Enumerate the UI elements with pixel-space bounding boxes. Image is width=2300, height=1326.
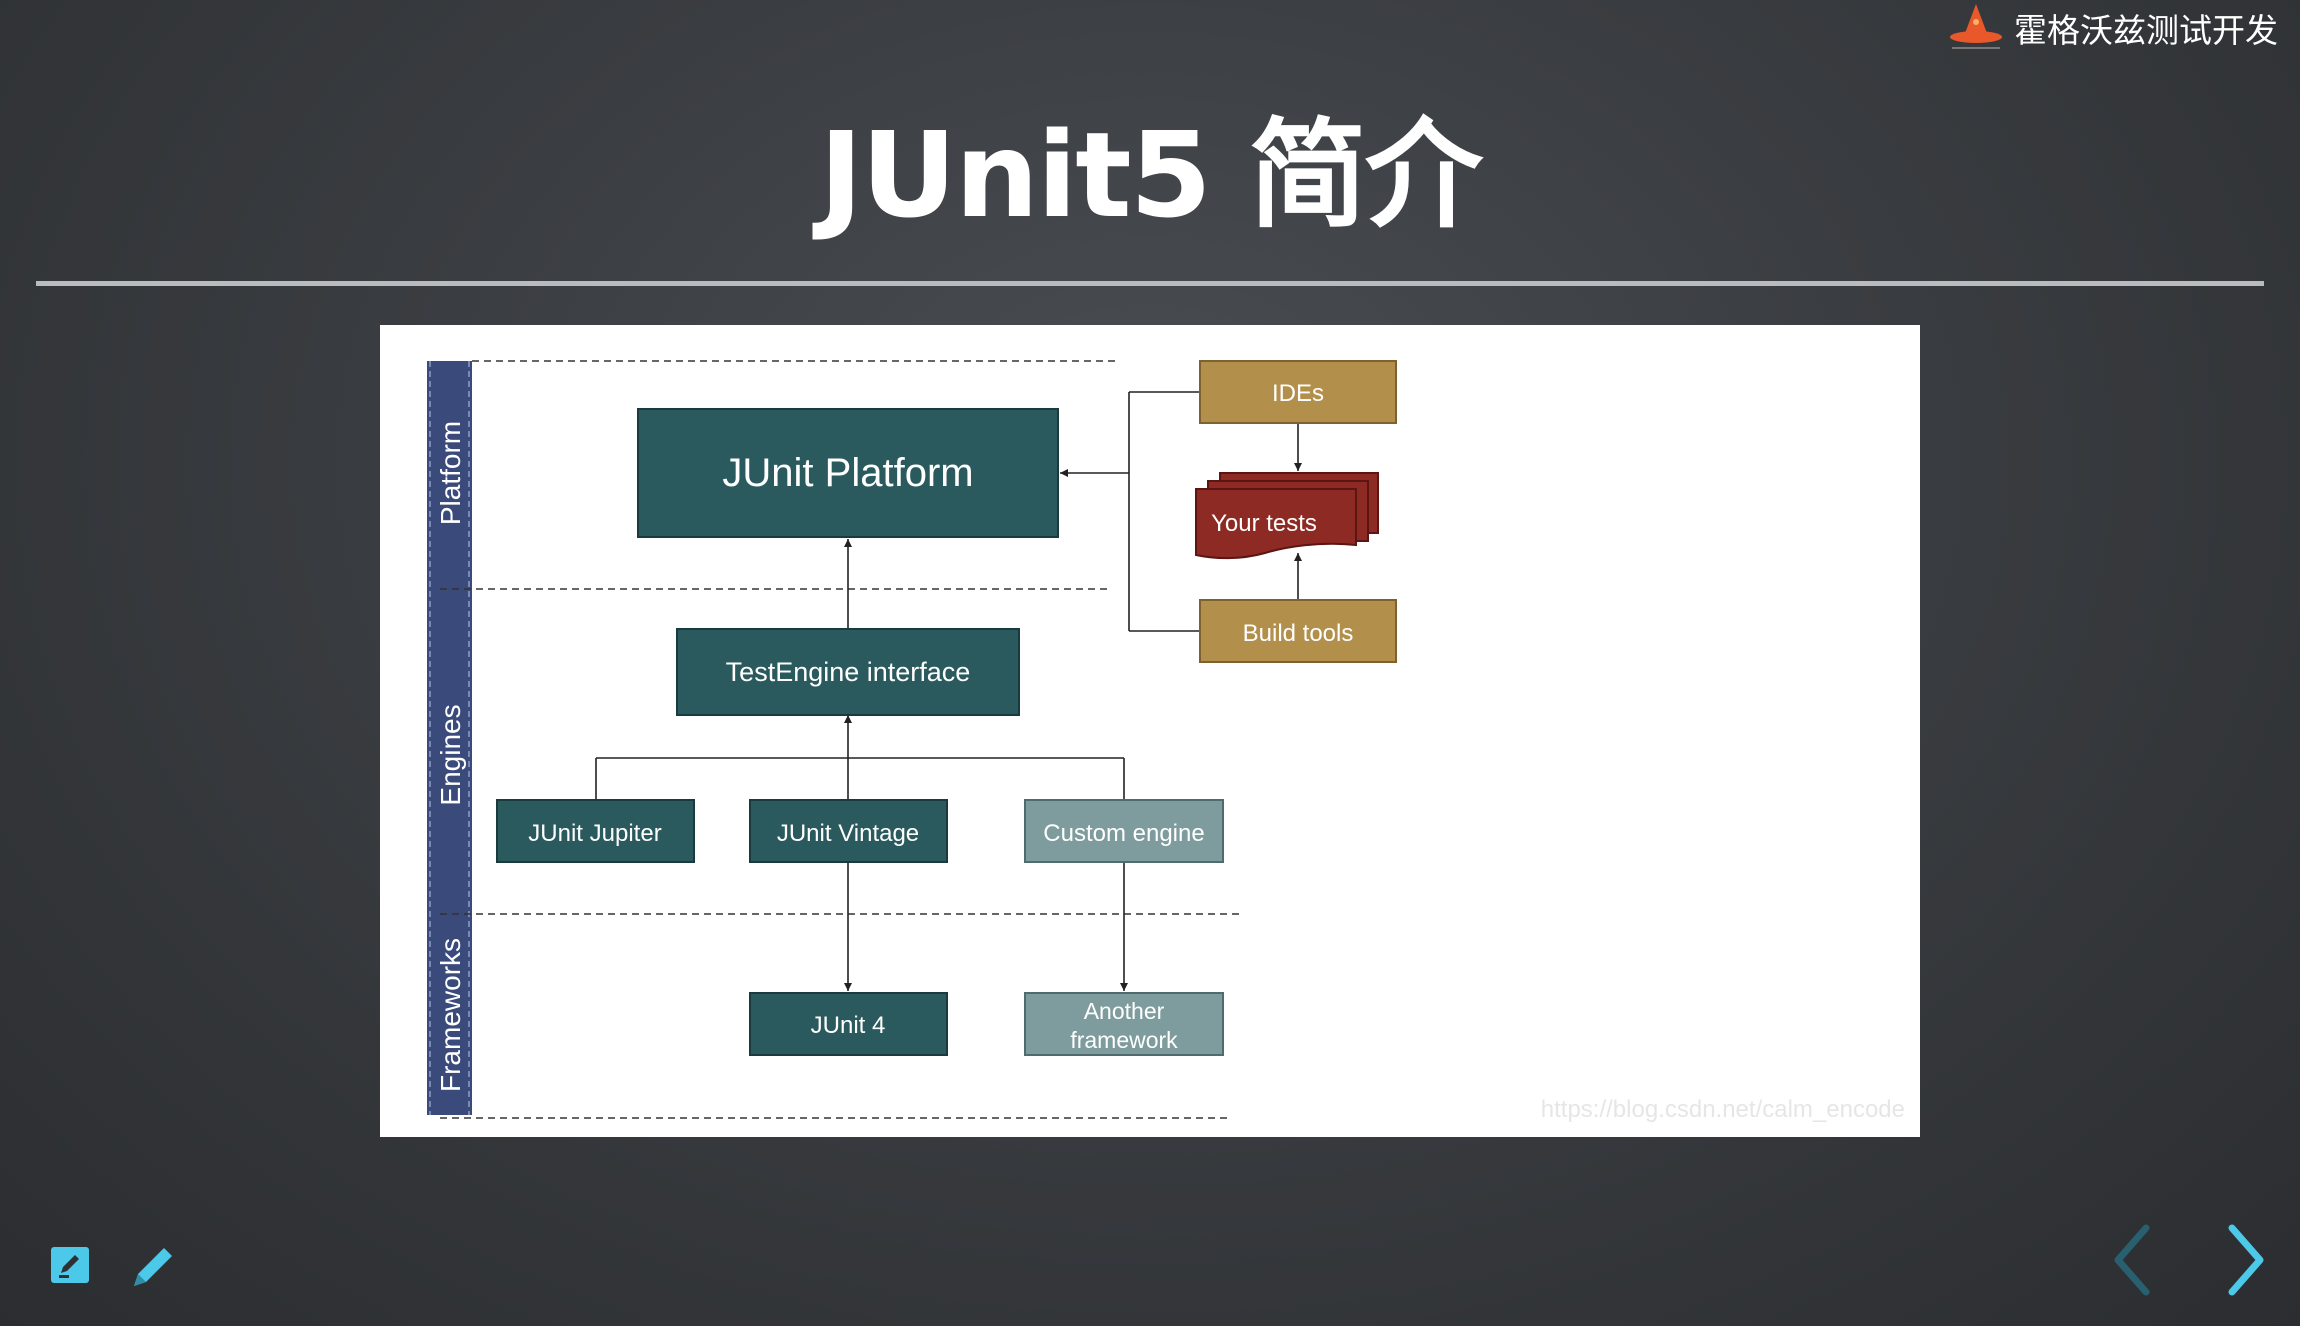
- custom-engine-box: [1024, 799, 1224, 863]
- junit5-architecture-diagram: Platform Engines Frameworks: [380, 325, 1920, 1137]
- chevron-left-icon[interactable]: [2108, 1222, 2158, 1298]
- chevron-right-icon[interactable]: [2220, 1222, 2270, 1298]
- build-tools-label: Build tools: [1243, 620, 1354, 647]
- another-framework-label-line2: framework: [1070, 1027, 1178, 1053]
- wizard-hat-icon: [1950, 4, 2002, 49]
- build-tools-box: [1199, 599, 1397, 663]
- edit-note-icon[interactable]: [49, 1243, 93, 1287]
- your-tests-label: Your tests: [1211, 510, 1317, 537]
- junit-vintage-box: [749, 799, 948, 863]
- test-engine-label: TestEngine interface: [726, 657, 971, 687]
- title-divider: [36, 281, 2264, 286]
- junit-platform-box: [637, 408, 1059, 538]
- ides-box: [1199, 360, 1397, 424]
- brand: 霍格沃兹测试开发: [1948, 0, 2278, 56]
- page-title: JUnit5 简介: [819, 106, 1483, 244]
- junit4-label: JUnit 4: [811, 1012, 886, 1039]
- pencil-icon[interactable]: [128, 1240, 180, 1292]
- junit4-box: [749, 992, 948, 1056]
- test-engine-box: [676, 628, 1020, 716]
- your-tests-stack: [1195, 472, 1379, 560]
- another-framework-box: [1024, 992, 1224, 1056]
- architecture-svg: Platform Engines Frameworks: [427, 360, 1905, 1123]
- junit-jupiter-label: JUnit Jupiter: [528, 820, 661, 847]
- layer-separators: [440, 360, 1240, 1119]
- junit-jupiter-box: [496, 799, 695, 863]
- another-framework-label-line1: Another: [1084, 998, 1165, 1024]
- layer-label-platform: Platform: [435, 421, 466, 525]
- layer-label-frameworks: Frameworks: [435, 938, 466, 1092]
- junit-vintage-label: JUnit Vintage: [777, 820, 919, 847]
- junit-platform-label: JUnit Platform: [722, 451, 973, 495]
- layer-band: [427, 361, 472, 1115]
- watermark: https://blog.csdn.net/calm_encode: [1541, 1096, 1905, 1123]
- layer-label-engines: Engines: [435, 704, 466, 805]
- connectors: [595, 391, 1302, 991]
- brand-name: 霍格沃兹测试开发: [2014, 11, 2278, 50]
- ides-label: IDEs: [1272, 380, 1324, 407]
- custom-engine-label: Custom engine: [1043, 820, 1204, 847]
